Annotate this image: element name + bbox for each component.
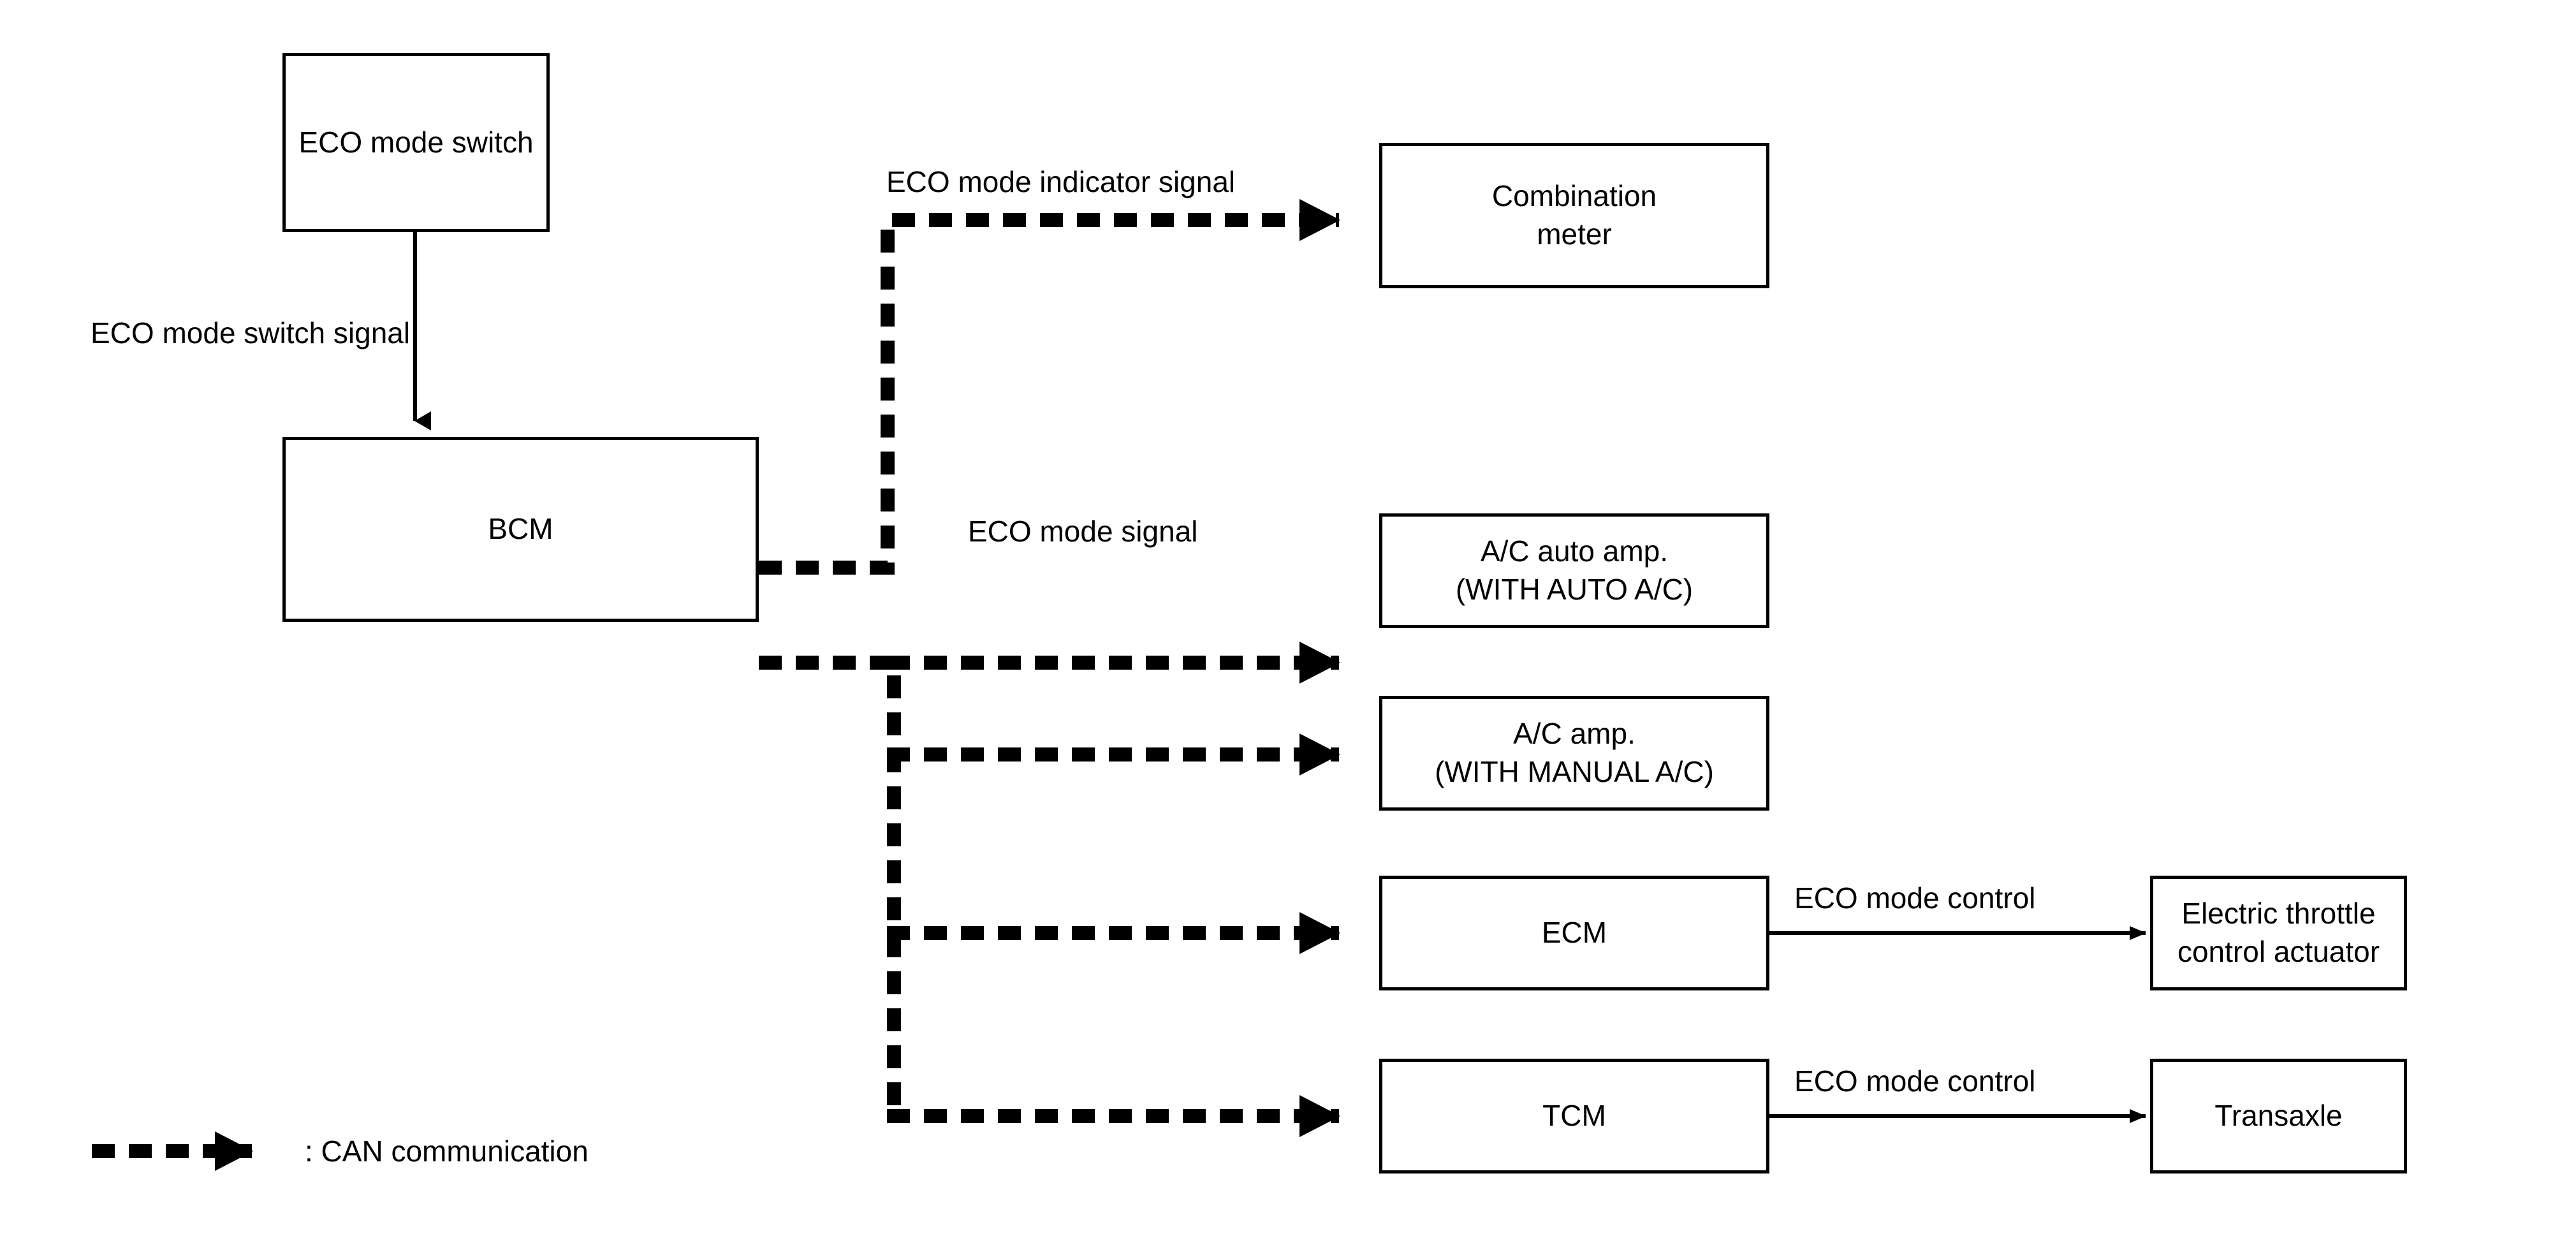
node-label: TCM [1542,1099,1606,1133]
node-ac-auto-amp[interactable]: A/C auto amp. (WITH AUTO A/C) [1379,513,1769,628]
node-label: Electric throttle control actuator [2177,897,2380,968]
connector-bcm-to-combination-meter [759,199,1340,575]
edge-label-eco-mode-control-ecm: ECO mode control [1794,881,2035,915]
edge-label-text: ECO mode indicator signal [886,165,1236,198]
node-label: A/C amp. (WITH MANUAL A/C) [1435,717,1714,788]
connector-bcm-can-bus [759,656,901,1116]
node-label: A/C auto amp. (WITH AUTO A/C) [1455,534,1694,606]
node-label: ECO mode switch [298,125,534,159]
edge-label-text: ECO mode signal [968,515,1198,548]
edge-label-text: ECO mode switch signal [91,316,411,349]
node-combination-meter[interactable]: Combination meter [1379,143,1769,288]
node-electric-throttle-control-actuator[interactable]: Electric throttle control actuator [2150,876,2407,990]
legend: : CAN communication [89,1129,589,1173]
edge-label-eco-mode-switch-signal: ECO mode switch signal [91,316,410,350]
node-label: ECM [1541,916,1607,950]
node-eco-mode-switch[interactable]: ECO mode switch [282,53,550,232]
node-label: BCM [488,512,553,546]
edge-label-eco-mode-signal: ECO mode signal [968,514,1198,548]
node-bcm[interactable]: BCM [282,437,759,622]
node-ac-amp[interactable]: A/C amp. (WITH MANUAL A/C) [1379,696,1769,811]
node-label: Transaxle [2214,1099,2343,1133]
node-label: Combination meter [1491,179,1657,251]
edge-label-eco-mode-indicator-signal: ECO mode indicator signal [886,165,1235,199]
node-transaxle[interactable]: Transaxle [2150,1059,2407,1173]
edge-label-text: ECO mode control [1794,881,2036,915]
node-ecm[interactable]: ECM [1379,876,1769,990]
can-communication-arrow-icon [92,1131,253,1171]
edge-label-eco-mode-control-tcm: ECO mode control [1794,1064,2035,1098]
legend-label: : CAN communication [305,1135,589,1168]
node-tcm[interactable]: TCM [1379,1059,1769,1173]
edge-label-text: ECO mode control [1794,1064,2036,1098]
